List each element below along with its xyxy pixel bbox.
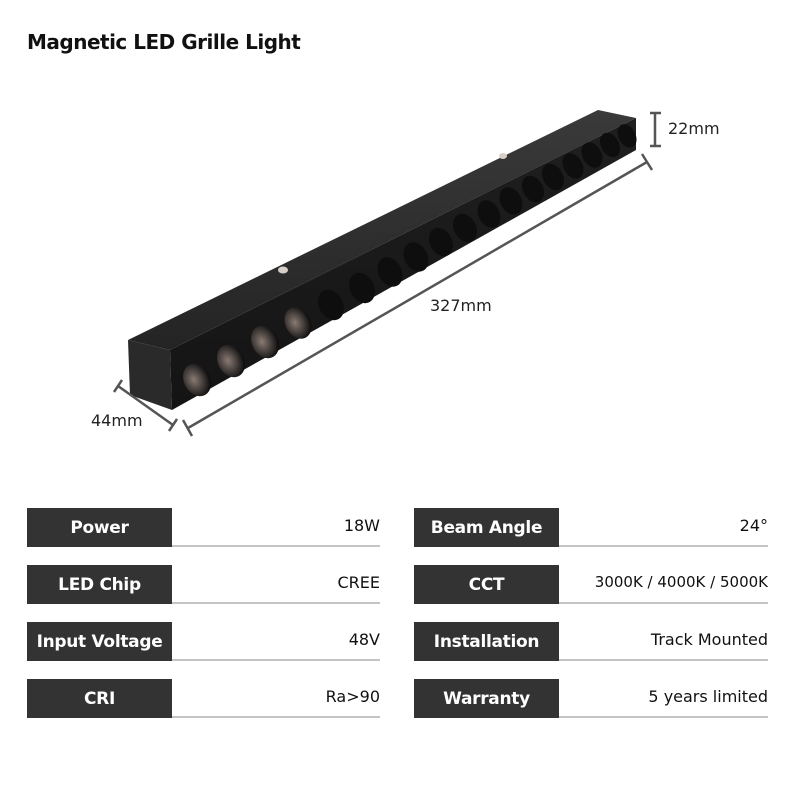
spec-divider <box>559 659 768 661</box>
spec-divider <box>559 545 768 547</box>
housing-top <box>128 110 636 350</box>
spec-row-warranty: Warranty 5 years limited <box>414 679 768 719</box>
spec-label: CCT <box>414 565 559 604</box>
length-dimension-label: 327mm <box>430 296 492 315</box>
spec-value: 5 years limited <box>648 687 768 706</box>
spec-divider <box>172 716 380 718</box>
spec-value: 3000K / 4000K / 5000K <box>594 573 768 591</box>
spec-divider <box>559 716 768 718</box>
spec-divider <box>172 659 380 661</box>
width-dimension-label: 44mm <box>91 411 143 430</box>
spec-value: 24° <box>739 516 768 535</box>
spec-label: Installation <box>414 622 559 661</box>
spec-divider <box>559 602 768 604</box>
spec-label: CRI <box>27 679 172 718</box>
spec-value: 48V <box>348 630 380 649</box>
spec-value: CREE <box>337 573 380 592</box>
spec-row-power: Power 18W <box>27 508 380 548</box>
spec-row-cri: CRI Ra>90 <box>27 679 380 719</box>
spec-label: LED Chip <box>27 565 172 604</box>
spec-value: 18W <box>343 516 380 535</box>
spec-label: Power <box>27 508 172 547</box>
spec-row-input-voltage: Input Voltage 48V <box>27 622 380 662</box>
spec-row-led-chip: LED Chip CREE <box>27 565 380 605</box>
housing-front <box>170 118 636 410</box>
spec-label: Warranty <box>414 679 559 718</box>
housing-end <box>128 340 172 410</box>
spec-label: Input Voltage <box>27 622 172 661</box>
page-title: Magnetic LED Grille Light <box>27 30 301 54</box>
spec-label: Beam Angle <box>414 508 559 547</box>
height-dimension-label: 22mm <box>668 119 720 138</box>
spec-value: Track Mounted <box>650 630 768 649</box>
spec-divider <box>172 545 380 547</box>
led-lenses <box>183 124 637 397</box>
spec-row-cct: CCT 3000K / 4000K / 5000K <box>414 565 768 605</box>
dimension-lines <box>112 111 661 437</box>
spec-row-installation: Installation Track Mounted <box>414 622 768 662</box>
product-image <box>112 110 661 437</box>
spec-divider <box>172 602 380 604</box>
spec-value: Ra>90 <box>325 687 380 706</box>
spec-row-beam-angle: Beam Angle 24° <box>414 508 768 548</box>
